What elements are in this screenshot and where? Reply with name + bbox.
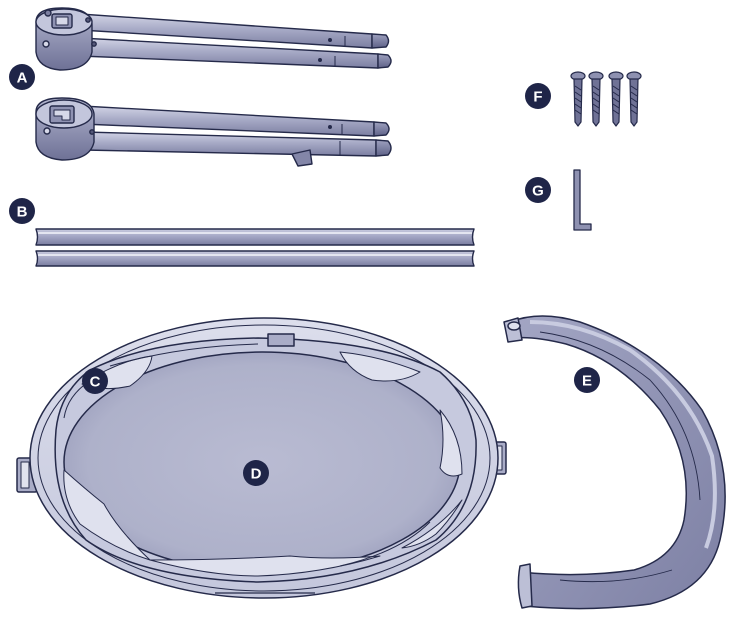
badge-e-label: E <box>582 373 592 390</box>
badge-a-label: A <box>17 70 28 87</box>
badge-a: A <box>9 64 35 90</box>
badge-b-label: B <box>17 204 28 221</box>
leg-assembly-bottom <box>36 98 391 166</box>
support-bars <box>36 229 474 266</box>
badge-f-label: F <box>533 89 542 106</box>
badge-c-label: C <box>90 374 101 391</box>
canopy-arch <box>504 316 725 609</box>
badge-f: F <box>525 83 551 109</box>
badge-g: G <box>525 177 551 203</box>
badge-e: E <box>574 367 600 393</box>
leg-assembly-top <box>36 8 391 70</box>
bassinet <box>17 318 506 598</box>
badge-b: B <box>9 198 35 224</box>
badge-g-label: G <box>532 183 544 200</box>
badge-d: D <box>243 460 269 486</box>
badge-d-label: D <box>251 466 262 483</box>
badge-c: C <box>82 368 108 394</box>
screws <box>571 72 641 126</box>
allen-key <box>574 170 591 230</box>
